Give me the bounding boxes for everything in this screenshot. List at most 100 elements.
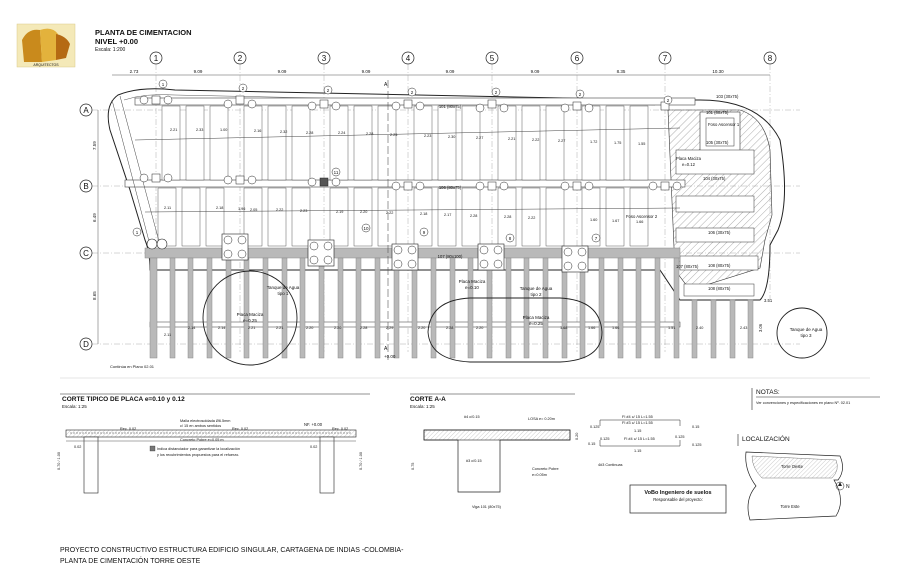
svg-text:2.21: 2.21 (248, 326, 255, 330)
svg-text:3: 3 (322, 54, 327, 63)
svg-text:C: C (83, 249, 89, 258)
svg-text:6.49: 6.49 (92, 213, 97, 222)
joists-ab (161, 105, 649, 181)
row-d-values: 2.11 2.14 2.14 2.21 2.21 2.20 2.20 2.28 … (164, 326, 747, 337)
dim-351: 3.51 (764, 298, 773, 303)
svg-text:7: 7 (595, 236, 598, 241)
svg-text:2.22: 2.22 (276, 208, 283, 212)
svg-text:2.20: 2.20 (360, 210, 367, 214)
tank-labels: Tanque de Agua tipo 1 Placa Maciza e=0.2… (237, 279, 823, 338)
svg-text:2.28: 2.28 (360, 326, 367, 330)
svg-text:0.15: 0.15 (588, 442, 595, 446)
svg-text:Responsable del proyecto:: Responsable del proyecto: (653, 497, 703, 502)
svg-text:2.21: 2.21 (508, 137, 515, 141)
svg-text:107 (80x100): 107 (80x100) (438, 254, 463, 259)
svg-text:9.09: 9.09 (278, 69, 287, 74)
svg-text:2.73: 2.73 (130, 69, 139, 74)
svg-text:105 (30x75): 105 (30x75) (706, 140, 729, 145)
axis-A: A (79, 103, 93, 117)
water-tanks (202, 270, 828, 366)
svg-text:2.22: 2.22 (528, 216, 535, 220)
location-block: LOCALIZACIÓN Torre Oeste Torre Este N (737, 434, 850, 521)
plan-scale: Escala: 1:200 (95, 47, 126, 53)
svg-text:2.11: 2.11 (164, 206, 171, 210)
pile-caps (146, 233, 589, 273)
svg-text:LOSA e= 0.20m: LOSA e= 0.20m (528, 417, 555, 421)
svg-text:8.35: 8.35 (617, 69, 626, 74)
svg-text:2.18: 2.18 (420, 212, 427, 216)
svg-text:101 (80x75): 101 (80x75) (706, 110, 729, 115)
svg-text:2.23: 2.23 (300, 209, 307, 213)
section-mark-top: A (384, 82, 388, 88)
svg-text:0.125: 0.125 (675, 435, 685, 439)
foundation-outline (107, 88, 785, 301)
tie-beams (111, 95, 681, 246)
section-mark-bottom: A (384, 346, 388, 352)
svg-text:tipo 1: tipo 1 (277, 291, 289, 296)
svg-text:e=0.05m: e=0.05m (532, 473, 547, 477)
svg-text:1.66: 1.66 (612, 326, 619, 330)
svg-text:2.28: 2.28 (366, 132, 373, 136)
svg-text:2: 2 (495, 90, 498, 95)
notes-title: NOTAS: (756, 389, 780, 396)
svg-text:1.00: 1.00 (220, 128, 227, 132)
svg-text:e=0.10: e=0.10 (465, 285, 479, 290)
svg-text:4#3 Continuas: 4#3 Continuas (598, 463, 623, 467)
axis-3: 3 (317, 51, 331, 65)
svg-text:2.22: 2.22 (386, 211, 393, 215)
svg-text:#3 c/0.15: #3 c/0.15 (466, 459, 482, 463)
axis-5: 5 (485, 51, 499, 65)
svg-text:2: 2 (411, 90, 414, 95)
svg-text:Tanque de Agua: Tanque de Agua (267, 285, 300, 290)
svg-text:Placa Maciza: Placa Maciza (523, 315, 550, 320)
svg-text:c/ 15 en ambos sentidos: c/ 15 en ambos sentidos (180, 424, 221, 428)
svg-text:106 (30x75): 106 (30x75) (708, 230, 731, 235)
svg-text:9.09: 9.09 (362, 69, 371, 74)
svg-text:1.60: 1.60 (590, 218, 597, 222)
section1-scale: Escala: 1:25 (62, 404, 87, 409)
section2-title: CORTE A-A (410, 396, 446, 403)
svg-text:2.20: 2.20 (334, 326, 341, 330)
svg-text:tipo 2: tipo 2 (530, 292, 542, 297)
axis-C: C (79, 246, 93, 260)
svg-text:2.21: 2.21 (276, 326, 283, 330)
logo-caption: ARQUITECTOS (33, 63, 59, 67)
axis-4: 4 (401, 51, 415, 65)
svg-text:Foso Ascensor 2: Foso Ascensor 2 (626, 214, 658, 219)
svg-text:8.65: 8.65 (92, 291, 97, 300)
row-axes: A B C D 7.59 6.49 8.65 (79, 103, 99, 351)
axis-8: 8 (763, 51, 777, 65)
svg-text:5: 5 (490, 54, 495, 63)
section-aa: CORTE A-A Escala: 1:25 #4 c/0.15 LOSA e=… (410, 393, 579, 509)
svg-text:A: A (83, 106, 89, 115)
svg-text:FI #4 c/ 15 L=1.55: FI #4 c/ 15 L=1.55 (622, 415, 653, 419)
svg-text:0.70 / 1.00: 0.70 / 1.00 (57, 452, 61, 470)
svg-text:1: 1 (136, 230, 139, 235)
svg-text:Placa Maciza: Placa Maciza (237, 312, 264, 317)
svg-text:0.75: 0.75 (411, 463, 415, 470)
svg-text:Rec. 0.02: Rec. 0.02 (120, 427, 136, 431)
approval-box: VoBo Ingeniero de suelos Responsable del… (629, 484, 727, 514)
svg-text:9: 9 (423, 230, 426, 235)
svg-text:2: 2 (242, 86, 245, 91)
svg-text:Concreto Pobre: Concreto Pobre (532, 467, 559, 471)
svg-text:tipo 3: tipo 3 (800, 333, 812, 338)
footer-sheet: PLANTA DE CIMENTACIÓN TORRE OESTE (60, 556, 201, 565)
svg-text:8: 8 (768, 54, 773, 63)
svg-text:2.16: 2.16 (254, 129, 261, 133)
svg-text:1.15: 1.15 (634, 449, 641, 453)
svg-text:10: 10 (363, 226, 369, 231)
svg-text:1.96: 1.96 (238, 207, 245, 211)
notes-text: Ver convenciones y especificaciones en p… (756, 401, 850, 405)
svg-text:7: 7 (663, 54, 668, 63)
svg-text:103 (30x75): 103 (30x75) (716, 94, 739, 99)
svg-text:2.11: 2.11 (164, 333, 171, 337)
svg-text:FI #3 c/ 15 L=1.55: FI #3 c/ 15 L=1.55 (622, 421, 653, 425)
svg-text:2.28: 2.28 (306, 131, 313, 135)
svg-text:2.14: 2.14 (218, 326, 225, 330)
svg-text:2.27: 2.27 (476, 136, 483, 140)
elevator-zone (667, 109, 773, 297)
svg-text:2.14: 2.14 (188, 326, 195, 330)
svg-text:NF. +0.00: NF. +0.00 (304, 422, 323, 427)
svg-text:1.51: 1.51 (668, 326, 675, 330)
